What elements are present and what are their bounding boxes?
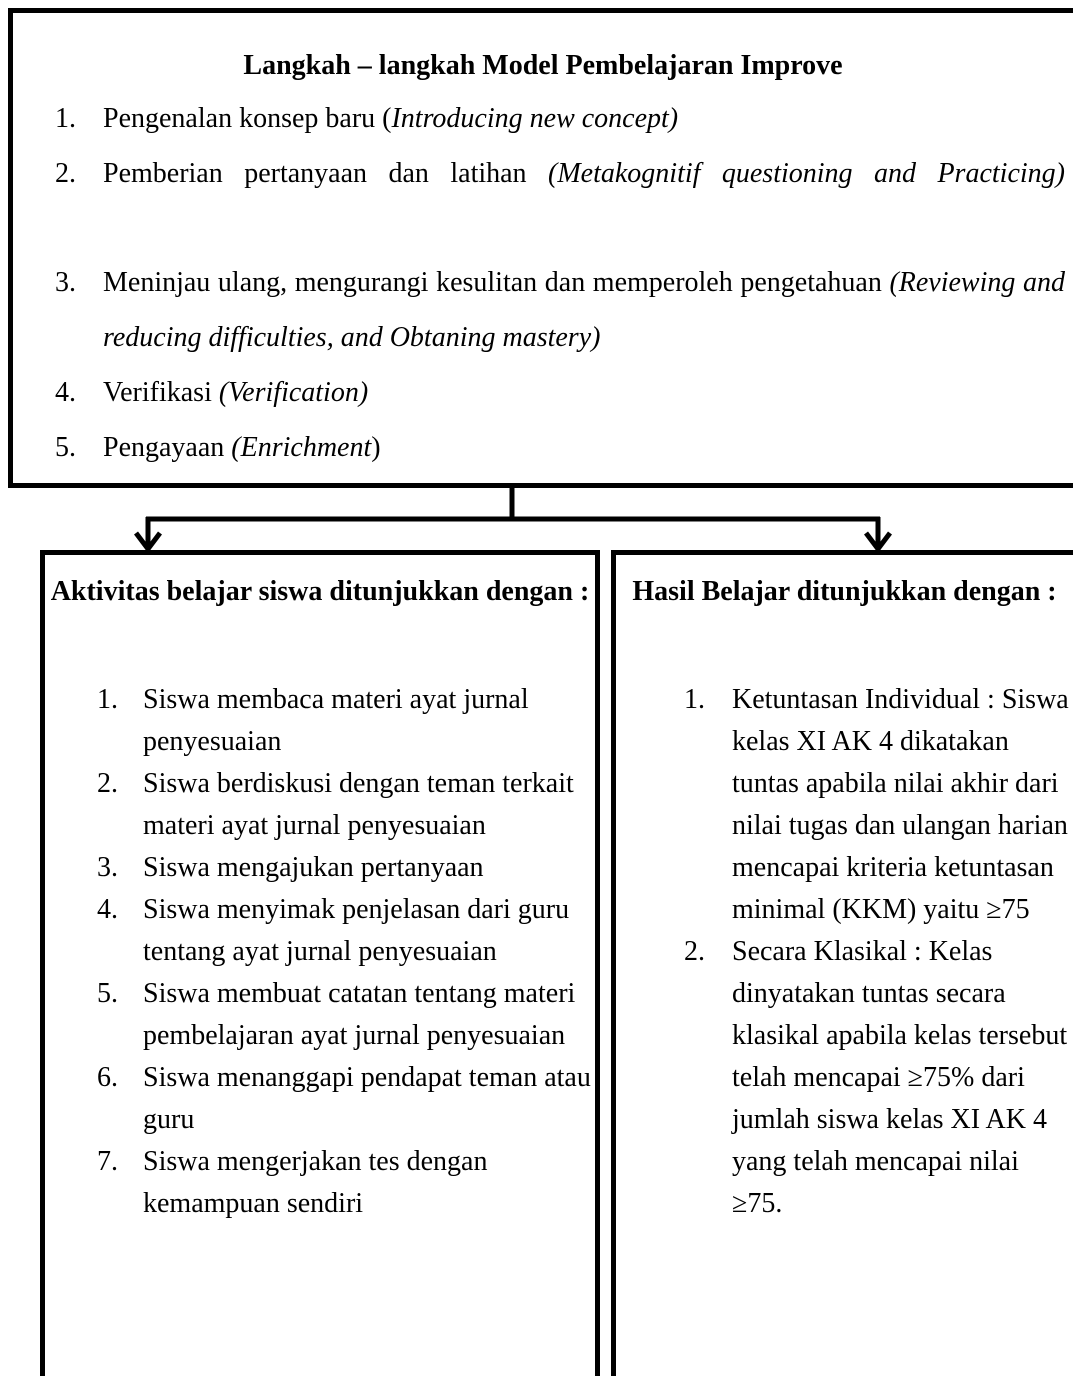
list-item: 7.Siswa mengerjakan tes dengan kemampuan… — [97, 1146, 488, 1219]
step-text: Pemberian pertanyaan dan latihan (Metako… — [103, 158, 1065, 189]
list-item: 6.Siswa menanggapi pendapat teman atau g… — [97, 1062, 591, 1135]
activity-list: 1.Siswa membaca materi ayat jurnal penye… — [45, 679, 595, 1225]
list-item: 4.Siswa menyimak penjelasan dari guru te… — [97, 894, 570, 967]
result-list: 1.Ketuntasan Individual : Siswa kelas XI… — [616, 679, 1073, 1225]
step-text: Verifikasi (Verification) — [103, 377, 369, 408]
step-number: 3. — [55, 267, 76, 298]
step-number: 1. — [55, 103, 76, 134]
list-item: 2.Siswa berdiskusi dengan teman terkait … — [97, 768, 574, 841]
activity-title: Aktivitas belajar siswa ditunjukkan deng… — [50, 576, 590, 607]
learning-activity-box: Aktivitas belajar siswa ditunjukkan deng… — [40, 550, 600, 1376]
step-text: Meninjau ulang, mengurangi kesulitan dan… — [103, 267, 1065, 353]
arrow-right-icon — [864, 531, 892, 554]
step-number: 4. — [55, 377, 76, 408]
steps-box: Langkah – langkah Model Pembelajaran Imp… — [8, 8, 1073, 488]
list-item: 1.Ketuntasan Individual : Siswa kelas XI… — [684, 684, 1069, 925]
list-item: 5.Siswa membuat catatan tentang materi p… — [97, 978, 576, 1051]
step-text: Pengenalan konsep baru (Introducing new … — [103, 103, 679, 134]
step-number: 5. — [55, 432, 76, 463]
learning-result-box: Hasil Belajar ditunjukkan dengan : 1.Ket… — [611, 550, 1073, 1376]
step-text: Pengayaan (Enrichment) — [103, 432, 381, 463]
step-number: 2. — [55, 158, 76, 189]
arrow-left-icon — [134, 531, 162, 554]
list-item: 1.Siswa membaca materi ayat jurnal penye… — [97, 684, 529, 757]
list-item: 2.Secara Klasikal : Kelas dinyatakan tun… — [684, 936, 1068, 1219]
result-title: Hasil Belajar ditunjukkan dengan : — [632, 576, 1057, 607]
steps-title: Langkah – langkah Model Pembelajaran Imp… — [243, 50, 843, 81]
list-item: 3.Siswa mengajukan pertanyaan — [97, 852, 484, 883]
